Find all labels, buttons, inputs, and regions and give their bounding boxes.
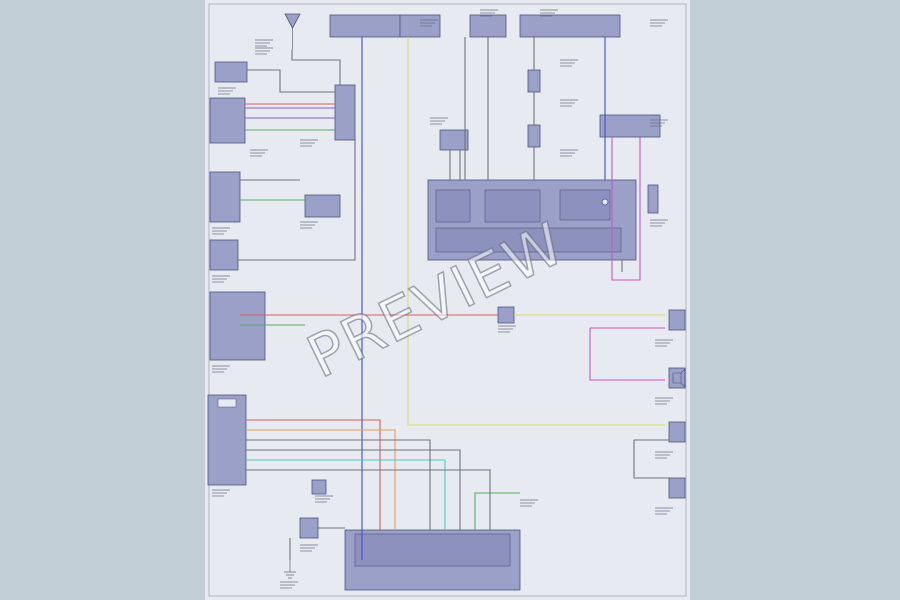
speaker-front-left bbox=[668, 477, 686, 499]
speaker-icon bbox=[672, 368, 686, 388]
main-module-block-4 bbox=[435, 227, 622, 253]
wire-gray-top-center bbox=[464, 37, 489, 180]
wire-orange-bottom bbox=[246, 429, 396, 530]
right-components bbox=[527, 69, 686, 499]
wires bbox=[238, 37, 669, 560]
wire-gray-bottom-left bbox=[289, 527, 345, 560]
left-connectors bbox=[207, 61, 266, 486]
bottom-left-fuse bbox=[311, 479, 327, 495]
wire-purple-top bbox=[245, 107, 335, 119]
wire-pink-loop bbox=[611, 137, 641, 281]
wire-gray-aux bbox=[238, 140, 356, 261]
right-sensor bbox=[647, 184, 659, 214]
connector-front-display bbox=[209, 291, 266, 361]
module-terminal bbox=[601, 198, 609, 206]
wire-gray-usb bbox=[247, 69, 335, 93]
connector-rear-display bbox=[209, 97, 246, 144]
top-module-1 bbox=[329, 14, 401, 38]
bottom-left-component bbox=[299, 517, 319, 539]
audio-unit-label-plate bbox=[217, 398, 237, 408]
fuse-1 bbox=[527, 69, 541, 93]
wire-gray-right bbox=[633, 439, 669, 479]
splice-module bbox=[497, 306, 515, 324]
diagram-sheet bbox=[205, 0, 690, 600]
connector-aux-jack bbox=[209, 239, 239, 271]
wire-gray-bottom bbox=[246, 439, 461, 530]
connector-power-amp bbox=[209, 171, 241, 223]
wire-yellow-main bbox=[407, 37, 665, 426]
label-marks bbox=[212, 9, 673, 589]
connector-audio-unit bbox=[207, 394, 247, 486]
main-module-block-2 bbox=[484, 189, 541, 223]
wire-gray-bottom-2 bbox=[246, 469, 491, 530]
amp-relay-module bbox=[304, 194, 341, 218]
main-module-block-3 bbox=[559, 189, 611, 221]
connector-usb bbox=[214, 61, 248, 83]
wire-pink-speaker bbox=[589, 327, 665, 381]
wire-gray-speaker-drop bbox=[449, 150, 461, 180]
top-modules bbox=[329, 14, 621, 38]
wire-cyan-bottom bbox=[246, 459, 446, 530]
main-module-block-1 bbox=[435, 189, 471, 223]
bottom-module-inner bbox=[354, 533, 511, 567]
wire-red-bottom bbox=[246, 419, 381, 530]
speaker-junction bbox=[439, 129, 469, 151]
middle-modules bbox=[304, 84, 515, 324]
fuse-2 bbox=[527, 124, 541, 148]
top-module-4 bbox=[519, 14, 621, 38]
top-module-3 bbox=[469, 14, 507, 38]
speaker-rear-right bbox=[668, 309, 686, 331]
wire-gray-antenna bbox=[291, 50, 341, 85]
main-audio-module bbox=[427, 179, 637, 261]
ground-icon bbox=[284, 560, 296, 579]
bottom-amplifier-module bbox=[299, 479, 521, 591]
speaker-front-right bbox=[668, 421, 686, 443]
wire-green-bottom bbox=[474, 492, 520, 530]
sheet-border bbox=[208, 3, 687, 597]
antenna-icon bbox=[284, 13, 301, 50]
radio-receiver-module bbox=[334, 84, 356, 141]
